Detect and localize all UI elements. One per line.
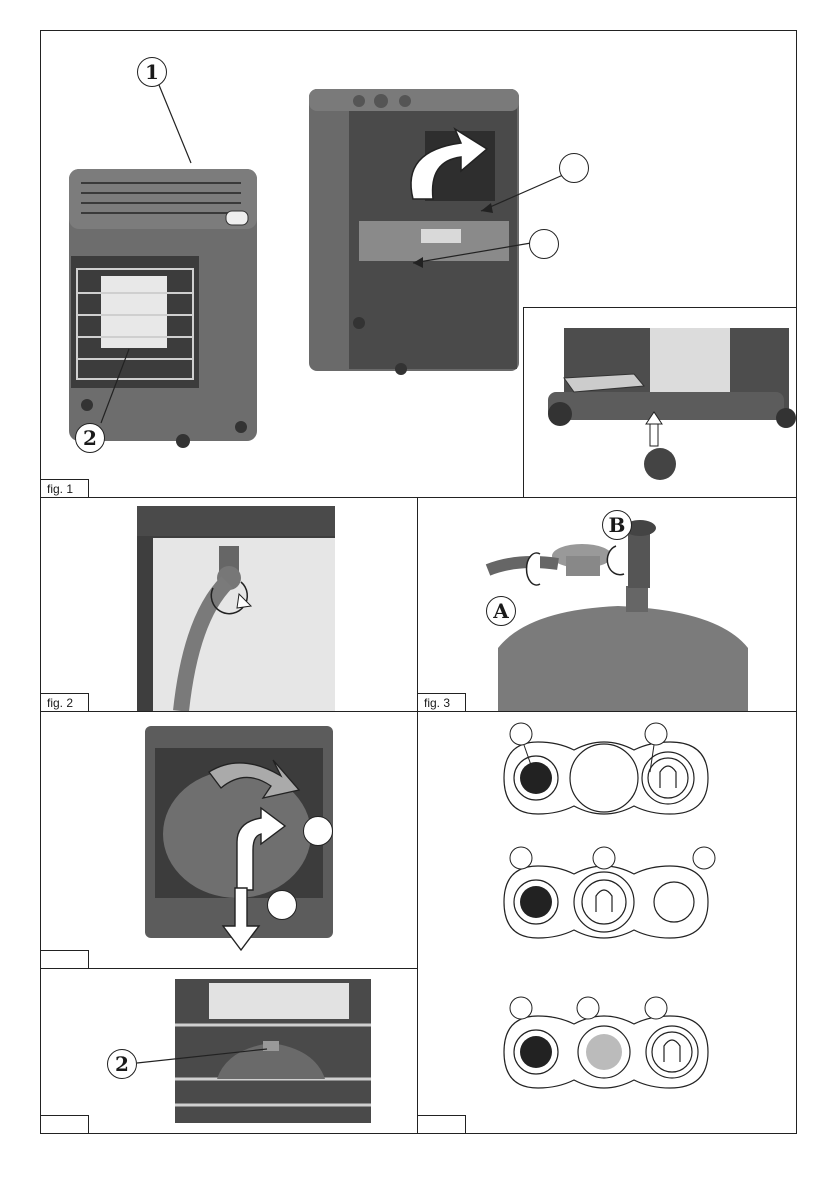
blank-callout-lower — [529, 229, 559, 259]
callout-B: B — [602, 510, 632, 540]
bottle-insertion-photo — [41, 712, 418, 969]
figure-3-panel: A B fig. 3 — [417, 497, 797, 712]
figure-4-label — [41, 950, 89, 968]
figure-1-panel: 1 2 fig. 1 — [40, 30, 797, 498]
blank-callout-upper — [303, 816, 333, 846]
wheel-detail-inset — [523, 307, 797, 498]
figure-1-label: fig. 1 — [41, 479, 89, 497]
figure-5-label — [41, 1115, 89, 1133]
figure-2-label: fig. 2 — [41, 693, 89, 711]
blank-callout-upper — [559, 153, 589, 183]
figure-6-label — [418, 1115, 466, 1133]
blank-callout-lower — [267, 890, 297, 920]
figure-6-panel — [417, 711, 797, 1134]
figure-4-panel — [40, 711, 418, 969]
burner-detail-photo — [41, 969, 418, 1134]
callout-A: A — [486, 596, 516, 626]
hose-connection-photo — [41, 498, 418, 712]
figure-5-panel: 2 — [40, 968, 418, 1134]
callout-1: 1 — [137, 57, 167, 87]
heater-back-photo — [309, 89, 519, 375]
callout-2: 2 — [107, 1049, 137, 1079]
heater-front-photo — [69, 169, 257, 448]
figure-3-label: fig. 3 — [418, 693, 466, 711]
figure-2-panel: fig. 2 — [40, 497, 418, 712]
control-panel-diagrams — [418, 712, 797, 1134]
callout-2: 2 — [75, 423, 105, 453]
